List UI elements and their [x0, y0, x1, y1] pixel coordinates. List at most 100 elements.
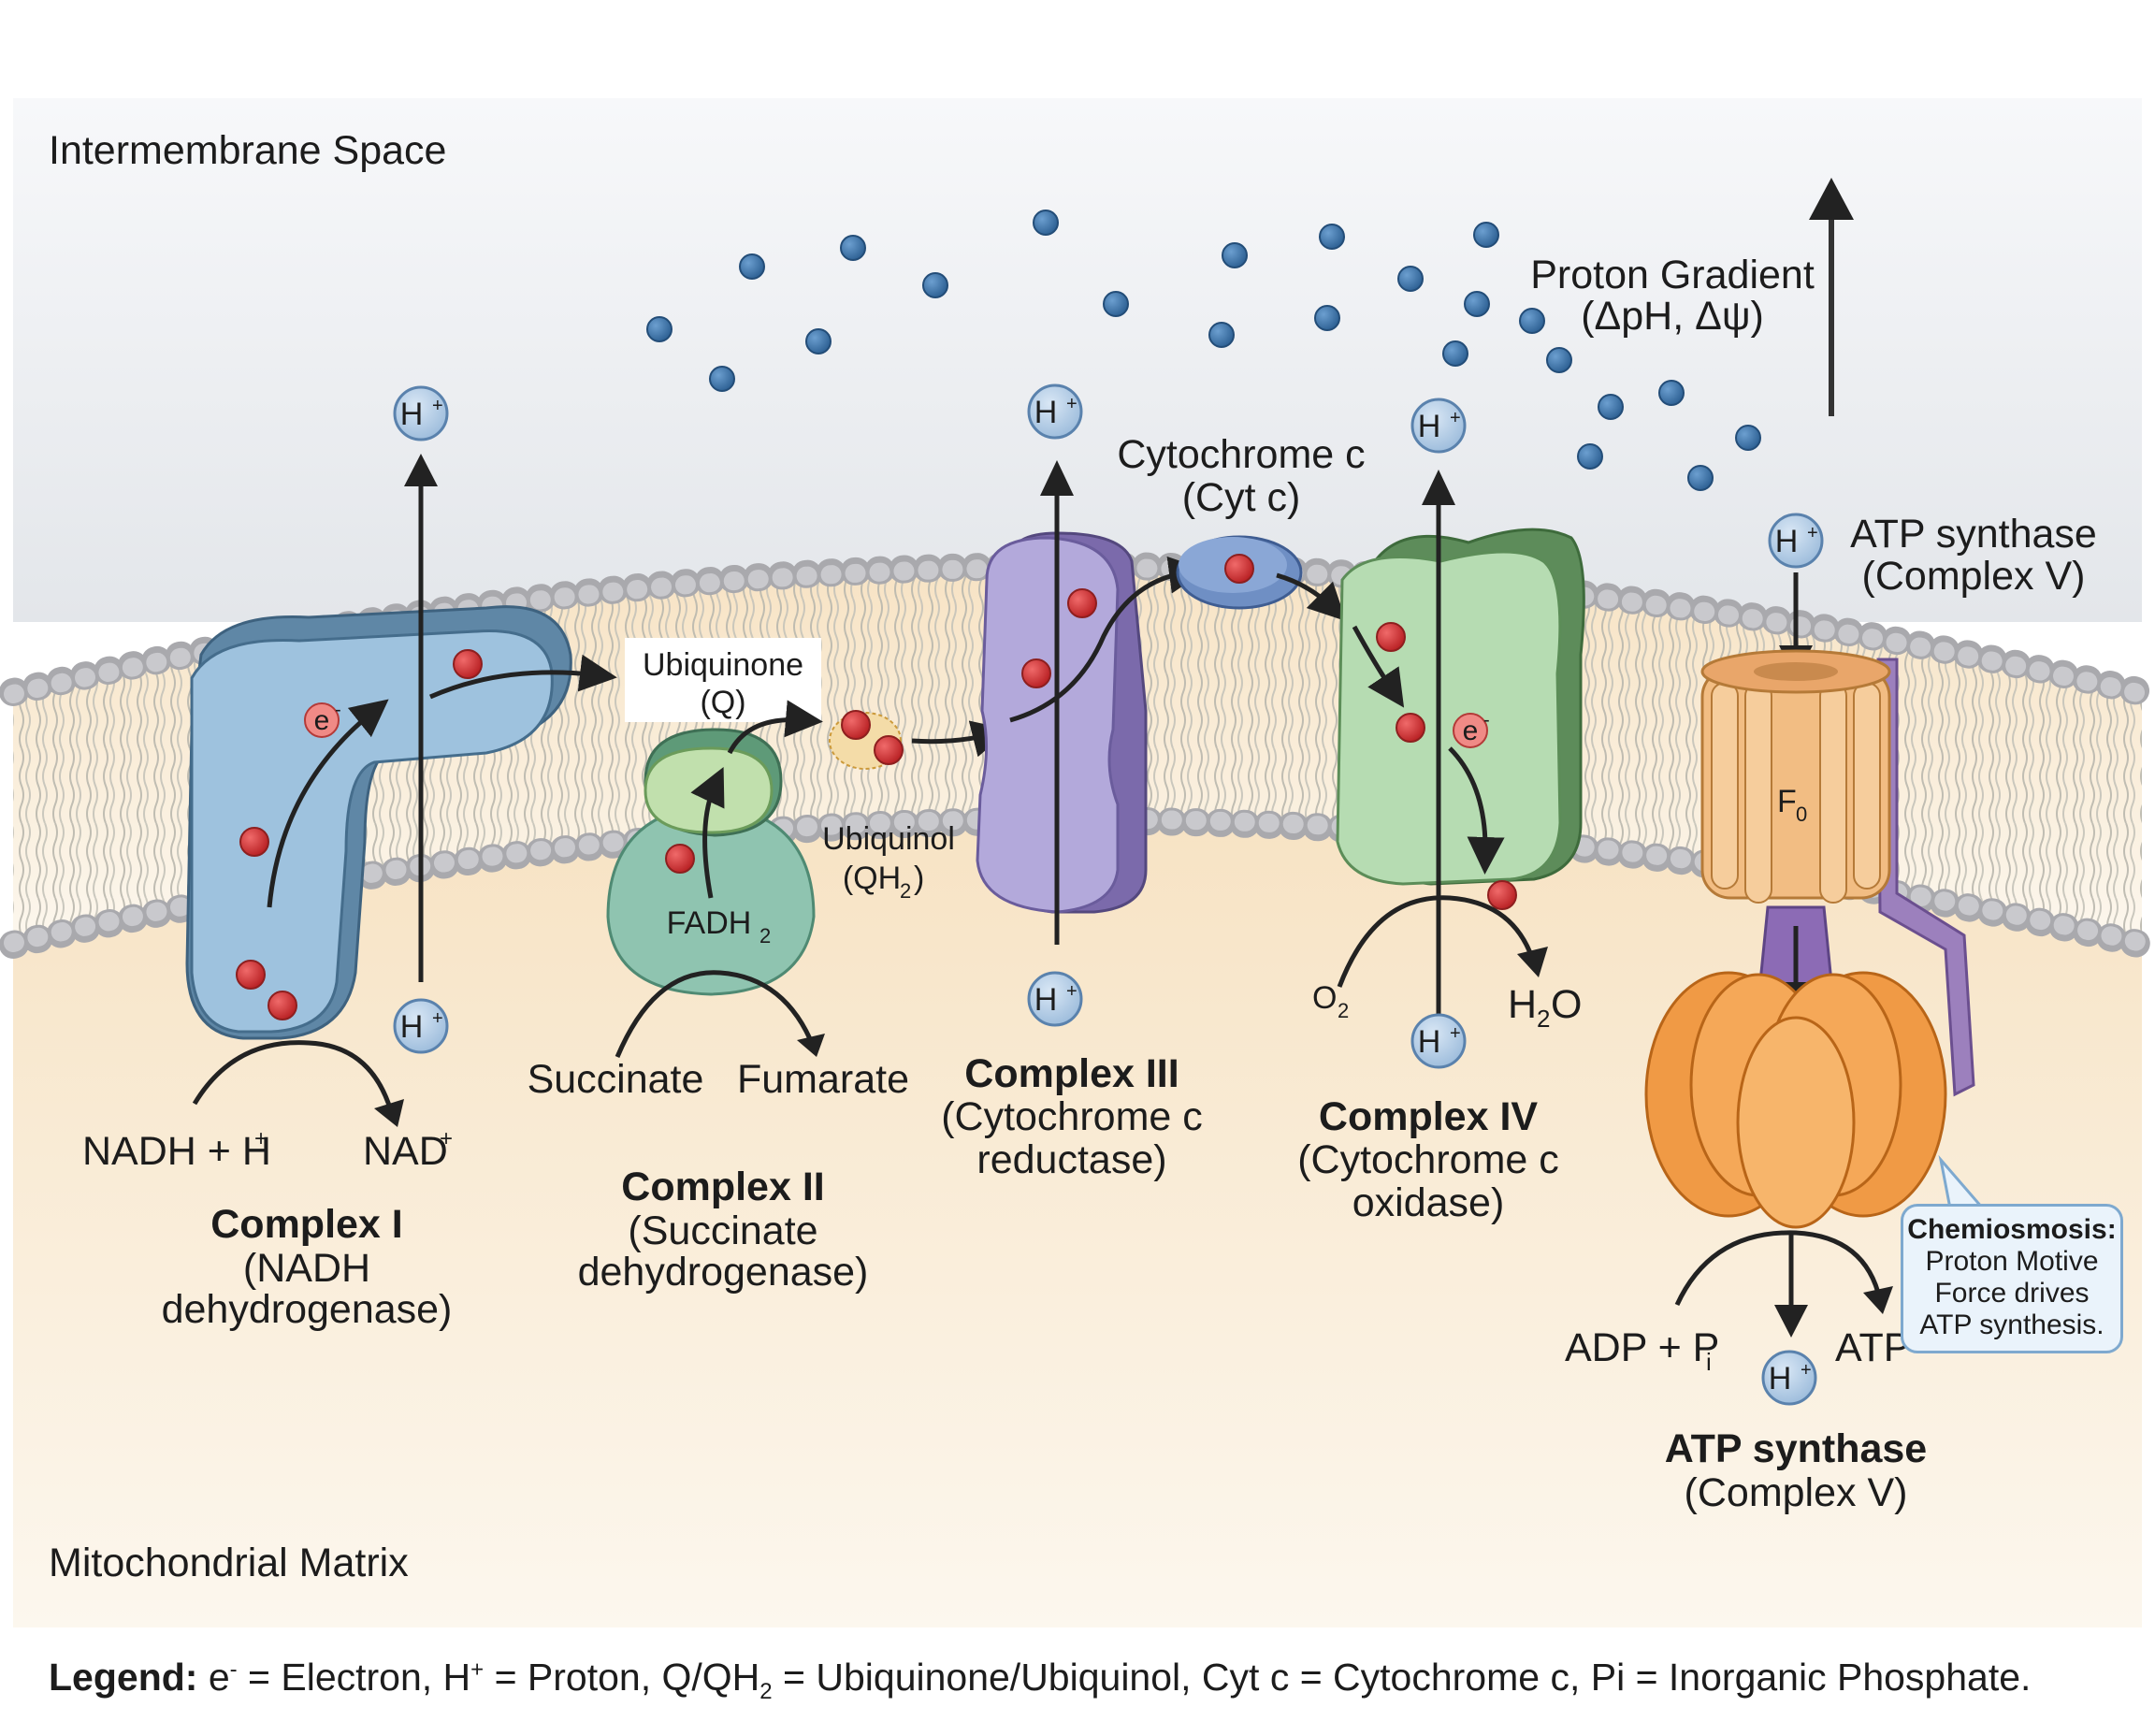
callout-line: ATP synthesis.: [1919, 1309, 2104, 1340]
complex4-sub2: oxidase): [1352, 1180, 1505, 1225]
svg-text:+: +: [1450, 408, 1461, 428]
complex1-sub1: (NADH: [243, 1246, 370, 1291]
ubiquinol-sub-close: ): [914, 861, 924, 896]
legend-text: = Proton, Q/QH: [484, 1656, 760, 1699]
complex2-sub2: dehydrogenase): [578, 1250, 869, 1295]
proton-particle: [1033, 210, 1059, 236]
complex1-proton-in: H +: [393, 998, 449, 1054]
complex1-electron-charge: -: [335, 700, 341, 720]
atp-product: ATP: [1835, 1325, 1910, 1370]
legend-sub: 2: [759, 1679, 773, 1705]
legend: Legend: e- = Electron, H+ = Proton, Q/QH…: [49, 1656, 2125, 1708]
svg-text:H: H: [1769, 1361, 1792, 1396]
complex3-title: Complex III: [964, 1051, 1179, 1096]
svg-text:H: H: [1034, 395, 1058, 430]
complex4-proton-out: H +: [1410, 398, 1467, 454]
chemiosmosis-callout: Chemiosmosis: Proton Motive Force drives…: [1901, 1204, 2123, 1353]
proton-particle: [1577, 443, 1603, 470]
complex4-product-sub: 2: [1537, 1005, 1550, 1033]
complex1-electron-label: e: [314, 705, 330, 736]
complex3-sub1: (Cytochrome c: [941, 1094, 1203, 1139]
svg-text:+: +: [1066, 394, 1078, 414]
complex4-product-h: H: [1508, 982, 1537, 1027]
ubiquinone-sub: (Q): [700, 685, 745, 720]
complex-1: e -: [185, 454, 617, 1040]
atp-substrate-sub: i: [1706, 1348, 1712, 1376]
proton-particle: [1442, 340, 1468, 367]
cytochrome-c-label: Cytochrome c: [1117, 432, 1365, 477]
complex1-product: NAD: [363, 1129, 448, 1174]
complex4-substrate: O: [1312, 980, 1337, 1016]
complex1-proton-out: H +: [393, 385, 449, 441]
svg-text:+: +: [432, 396, 443, 416]
complex3-proton-in: H +: [1027, 971, 1083, 1027]
complex1-title: Complex I: [210, 1202, 403, 1247]
complex2-cofactor: FADH: [667, 905, 752, 941]
proton-particle: [1319, 224, 1345, 250]
atp-synthase-sub: (Complex V): [1685, 1470, 1908, 1515]
svg-text:H: H: [1034, 982, 1058, 1018]
proton-gradient-label: Proton Gradient: [1530, 253, 1815, 297]
callout-line: Force drives: [1934, 1278, 2090, 1309]
ubiquinol-sub: (QH: [843, 861, 901, 896]
complex-3: [976, 460, 1207, 945]
atp-synthase-proton-out: H +: [1761, 1350, 1817, 1406]
atp-synthase-f0-sub: 0: [1796, 803, 1807, 826]
proton-particle: [1314, 305, 1340, 331]
svg-text:+: +: [1801, 1360, 1812, 1381]
svg-text:+: +: [1066, 981, 1078, 1002]
proton-particle: [1546, 347, 1572, 373]
proton-particle: [709, 366, 735, 392]
atp-synthase-proton-in: H +: [1768, 513, 1824, 569]
atp-synthase-top-label: ATP synthase: [1850, 512, 2097, 557]
legend-text: = Electron, H: [237, 1656, 471, 1699]
legend-sup: -: [229, 1656, 238, 1683]
proton-particle: [922, 272, 948, 298]
complex2-substrate: Succinate: [528, 1057, 704, 1102]
gradient-arrow-head: [1809, 178, 1854, 220]
legend-text: e: [197, 1656, 230, 1699]
complex2-reaction-arrow: [615, 970, 817, 1058]
complex2-title: Complex II: [621, 1165, 824, 1209]
proton-particle: [1687, 465, 1714, 491]
svg-text:H: H: [1775, 524, 1799, 559]
complex1-substrate: NADH + H: [82, 1129, 271, 1174]
atp-synthase: [1644, 649, 1975, 1229]
complex-2: [606, 700, 823, 996]
complex-4: e -: [1336, 470, 1585, 1020]
ubiquinol-molecule: [829, 710, 1010, 770]
proton-particle: [1519, 308, 1545, 334]
svg-text:H: H: [400, 1009, 424, 1045]
svg-text:+: +: [1450, 1023, 1461, 1044]
proton-particle: [1658, 380, 1685, 406]
complex2-cofactor-sub: 2: [759, 924, 771, 948]
proton-particle: [1208, 322, 1235, 348]
complex1-substrate-charge: +: [254, 1126, 268, 1151]
matrix-label: Mitochondrial Matrix: [49, 1541, 409, 1585]
complex1-product-charge: +: [440, 1126, 453, 1151]
ubiquinol-sub-2: 2: [900, 879, 911, 903]
atp-synthase-title: ATP synthase: [1665, 1426, 1927, 1471]
proton-particle: [1222, 242, 1248, 268]
ubiquinol-label: Ubiquinol: [822, 821, 955, 857]
atp-synthase-f0-label: F: [1777, 784, 1797, 819]
cytochrome-c-sub: (Cyt c): [1182, 475, 1301, 520]
complex2-product: Fumarate: [737, 1057, 909, 1102]
svg-text:H: H: [1418, 1024, 1441, 1060]
legend-label: Legend:: [49, 1656, 198, 1699]
proton-particle: [840, 235, 866, 261]
complex4-electron-label: e: [1463, 716, 1479, 746]
proton-particle: [805, 328, 832, 354]
complex4-proton-in: H +: [1410, 1013, 1467, 1069]
cytochrome-c: [1176, 535, 1347, 622]
proton-particle: [1598, 394, 1624, 420]
complex4-sub1: (Cytochrome c: [1297, 1137, 1559, 1182]
complex4-product-o: O: [1551, 982, 1582, 1027]
complex4-substrate-sub: 2: [1338, 999, 1349, 1022]
callout-title: Chemiosmosis:: [1907, 1214, 2117, 1245]
complex4-title: Complex IV: [1319, 1094, 1538, 1139]
proton-particle: [646, 316, 673, 342]
ubiquinone-label: Ubiquinone: [643, 647, 803, 683]
complex4-reaction-arrow: [1337, 895, 1537, 988]
